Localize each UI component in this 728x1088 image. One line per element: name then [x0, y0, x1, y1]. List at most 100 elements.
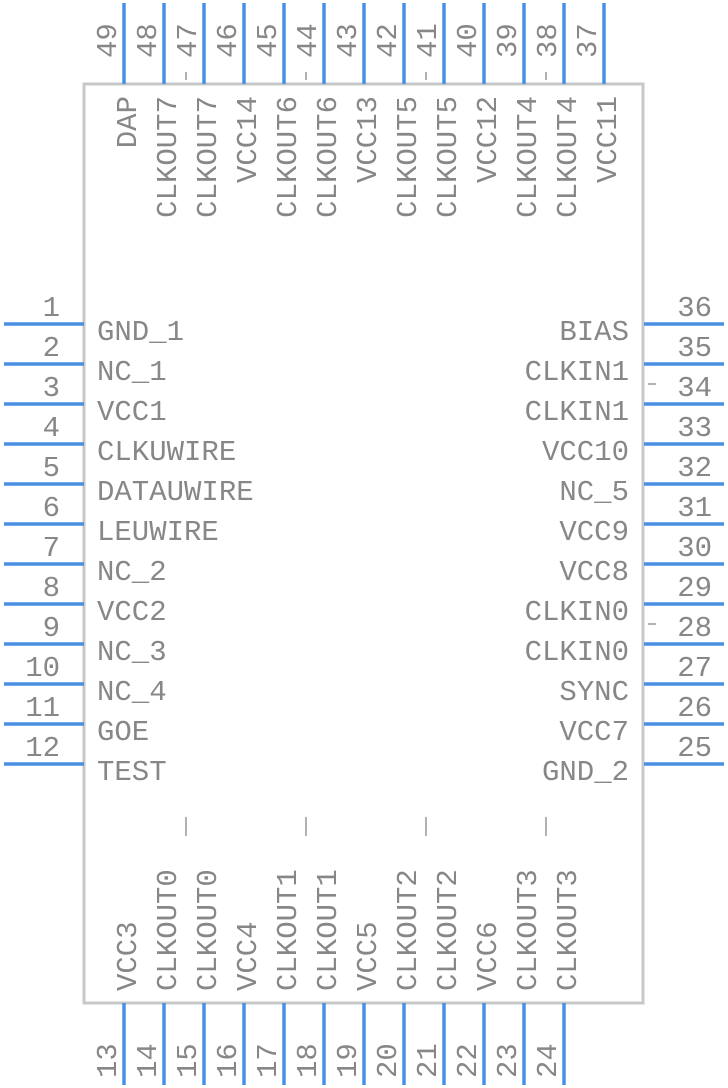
pin-name-clkin1: CLKIN1 — [525, 396, 629, 429]
pin-18: 18 CLKOUT1 — [292, 817, 345, 1085]
pin-name-clkout1: CLKOUT1 — [312, 869, 345, 991]
pin-name-nc-4: NC_4 — [97, 676, 167, 709]
pin-number: 2 — [43, 332, 60, 365]
pin-number: 31 — [677, 492, 712, 525]
pin-name-clkout3: CLKOUT3 — [552, 869, 585, 991]
pin-number: 14 — [132, 1043, 165, 1078]
pin-number: 28 — [677, 612, 712, 645]
pin-name-datauwire: DATAUWIRE — [97, 476, 254, 509]
pin-number: 38 — [532, 23, 565, 58]
pin-number: 7 — [43, 532, 60, 565]
pin-23: 23 CLKOUT3 — [492, 869, 545, 1085]
pin-number: 21 — [412, 1043, 445, 1078]
pin-number: 48 — [132, 23, 165, 58]
pin-number: 40 — [452, 23, 485, 58]
pin-name-vcc11: VCC11 — [592, 96, 625, 183]
pin-name-clkout3: CLKOUT3 — [512, 869, 545, 991]
pin-name-bias: BIAS — [559, 316, 629, 349]
pin-name-clkout6: CLKOUT6 — [272, 96, 305, 218]
pin-number: 17 — [252, 1043, 285, 1078]
pin-name-clkout1: CLKOUT1 — [272, 869, 305, 991]
pin-number: 25 — [677, 732, 712, 765]
pin-number: 32 — [677, 452, 712, 485]
pin-number: 35 — [677, 332, 712, 365]
pin-number: 23 — [492, 1043, 525, 1078]
pin-name-nc-3: NC_3 — [97, 636, 167, 669]
pin-number: 13 — [92, 1043, 125, 1078]
pin-name-nc-1: NC_1 — [97, 356, 167, 389]
pin-number: 4 — [43, 412, 60, 445]
pin-name-clkout5: CLKOUT5 — [392, 96, 425, 218]
pin-name-gnd-1: GND_1 — [97, 316, 184, 349]
pin-name-dap: DAP — [112, 96, 145, 148]
pin-number: 36 — [677, 292, 712, 325]
pin-name-clkout7: CLKOUT7 — [152, 96, 185, 218]
pin-number: 6 — [43, 492, 60, 525]
pin-name-vcc10: VCC10 — [542, 436, 629, 469]
pin-name-clkout2: CLKOUT2 — [432, 869, 465, 991]
pin-number: 26 — [677, 692, 712, 725]
pin-number: 19 — [332, 1043, 365, 1078]
pin-name-test: TEST — [97, 756, 167, 789]
pin-number: 11 — [25, 692, 60, 725]
pin-number: 46 — [212, 23, 245, 58]
pin-number: 22 — [452, 1043, 485, 1078]
pin-number: 12 — [25, 732, 60, 765]
pin-17: 17 CLKOUT1 — [252, 869, 305, 1085]
pin-name-clkout0: CLKOUT0 — [192, 869, 225, 991]
pin-name-sync: SYNC — [559, 676, 629, 709]
pin-number: 41 — [412, 23, 445, 58]
pin-name-vcc4: VCC4 — [232, 921, 265, 991]
pin-name-clkout2: CLKOUT2 — [392, 869, 425, 991]
pin-name-clkout5: CLKOUT5 — [432, 96, 465, 218]
pin-name-clkout4: CLKOUT4 — [552, 96, 585, 218]
pin-number: 29 — [677, 572, 712, 605]
pin-number: 3 — [43, 372, 60, 405]
bottom-pin-group: 13VCC314CLKOUT015CLKOUT016VCC417CLKOUT11… — [92, 817, 585, 1085]
pin-name-vcc5: VCC5 — [352, 921, 385, 991]
left-pin-group: 1GND_12NC_13VCC14CLKUWIRE5DATAUWIRE6LEUW… — [4, 292, 254, 789]
pin-number: 15 — [172, 1043, 205, 1078]
pin-name-clkin0: CLKIN0 — [525, 636, 629, 669]
pin-name-clkin1: CLKIN1 — [525, 356, 629, 389]
pin-number: 1 — [43, 292, 60, 325]
pin-number: 27 — [677, 652, 712, 685]
pin-name-vcc9: VCC9 — [559, 516, 629, 549]
pin-name-clkout6: CLKOUT6 — [312, 96, 345, 218]
pin-name-gnd-2: GND_2 — [542, 756, 629, 789]
pin-name-vcc13: VCC13 — [352, 96, 385, 183]
pin-15: 15 CLKOUT0 — [172, 817, 225, 1085]
pin-name-nc-5: NC_5 — [559, 476, 629, 509]
pin-number: 20 — [372, 1043, 405, 1078]
pin-name-clkout4: CLKOUT4 — [512, 96, 545, 218]
pin-number: 8 — [43, 572, 60, 605]
pin-name-nc-2: NC_2 — [97, 556, 167, 589]
pin-name-vcc7: VCC7 — [559, 716, 629, 749]
right-pin-group: 25GND_226VCC727SYNC28CLKIN029CLKIN030VCC… — [525, 292, 724, 789]
pin-number: 18 — [292, 1043, 325, 1078]
pin-number: 42 — [372, 23, 405, 58]
pin-9: 9NC_3 — [4, 612, 167, 669]
